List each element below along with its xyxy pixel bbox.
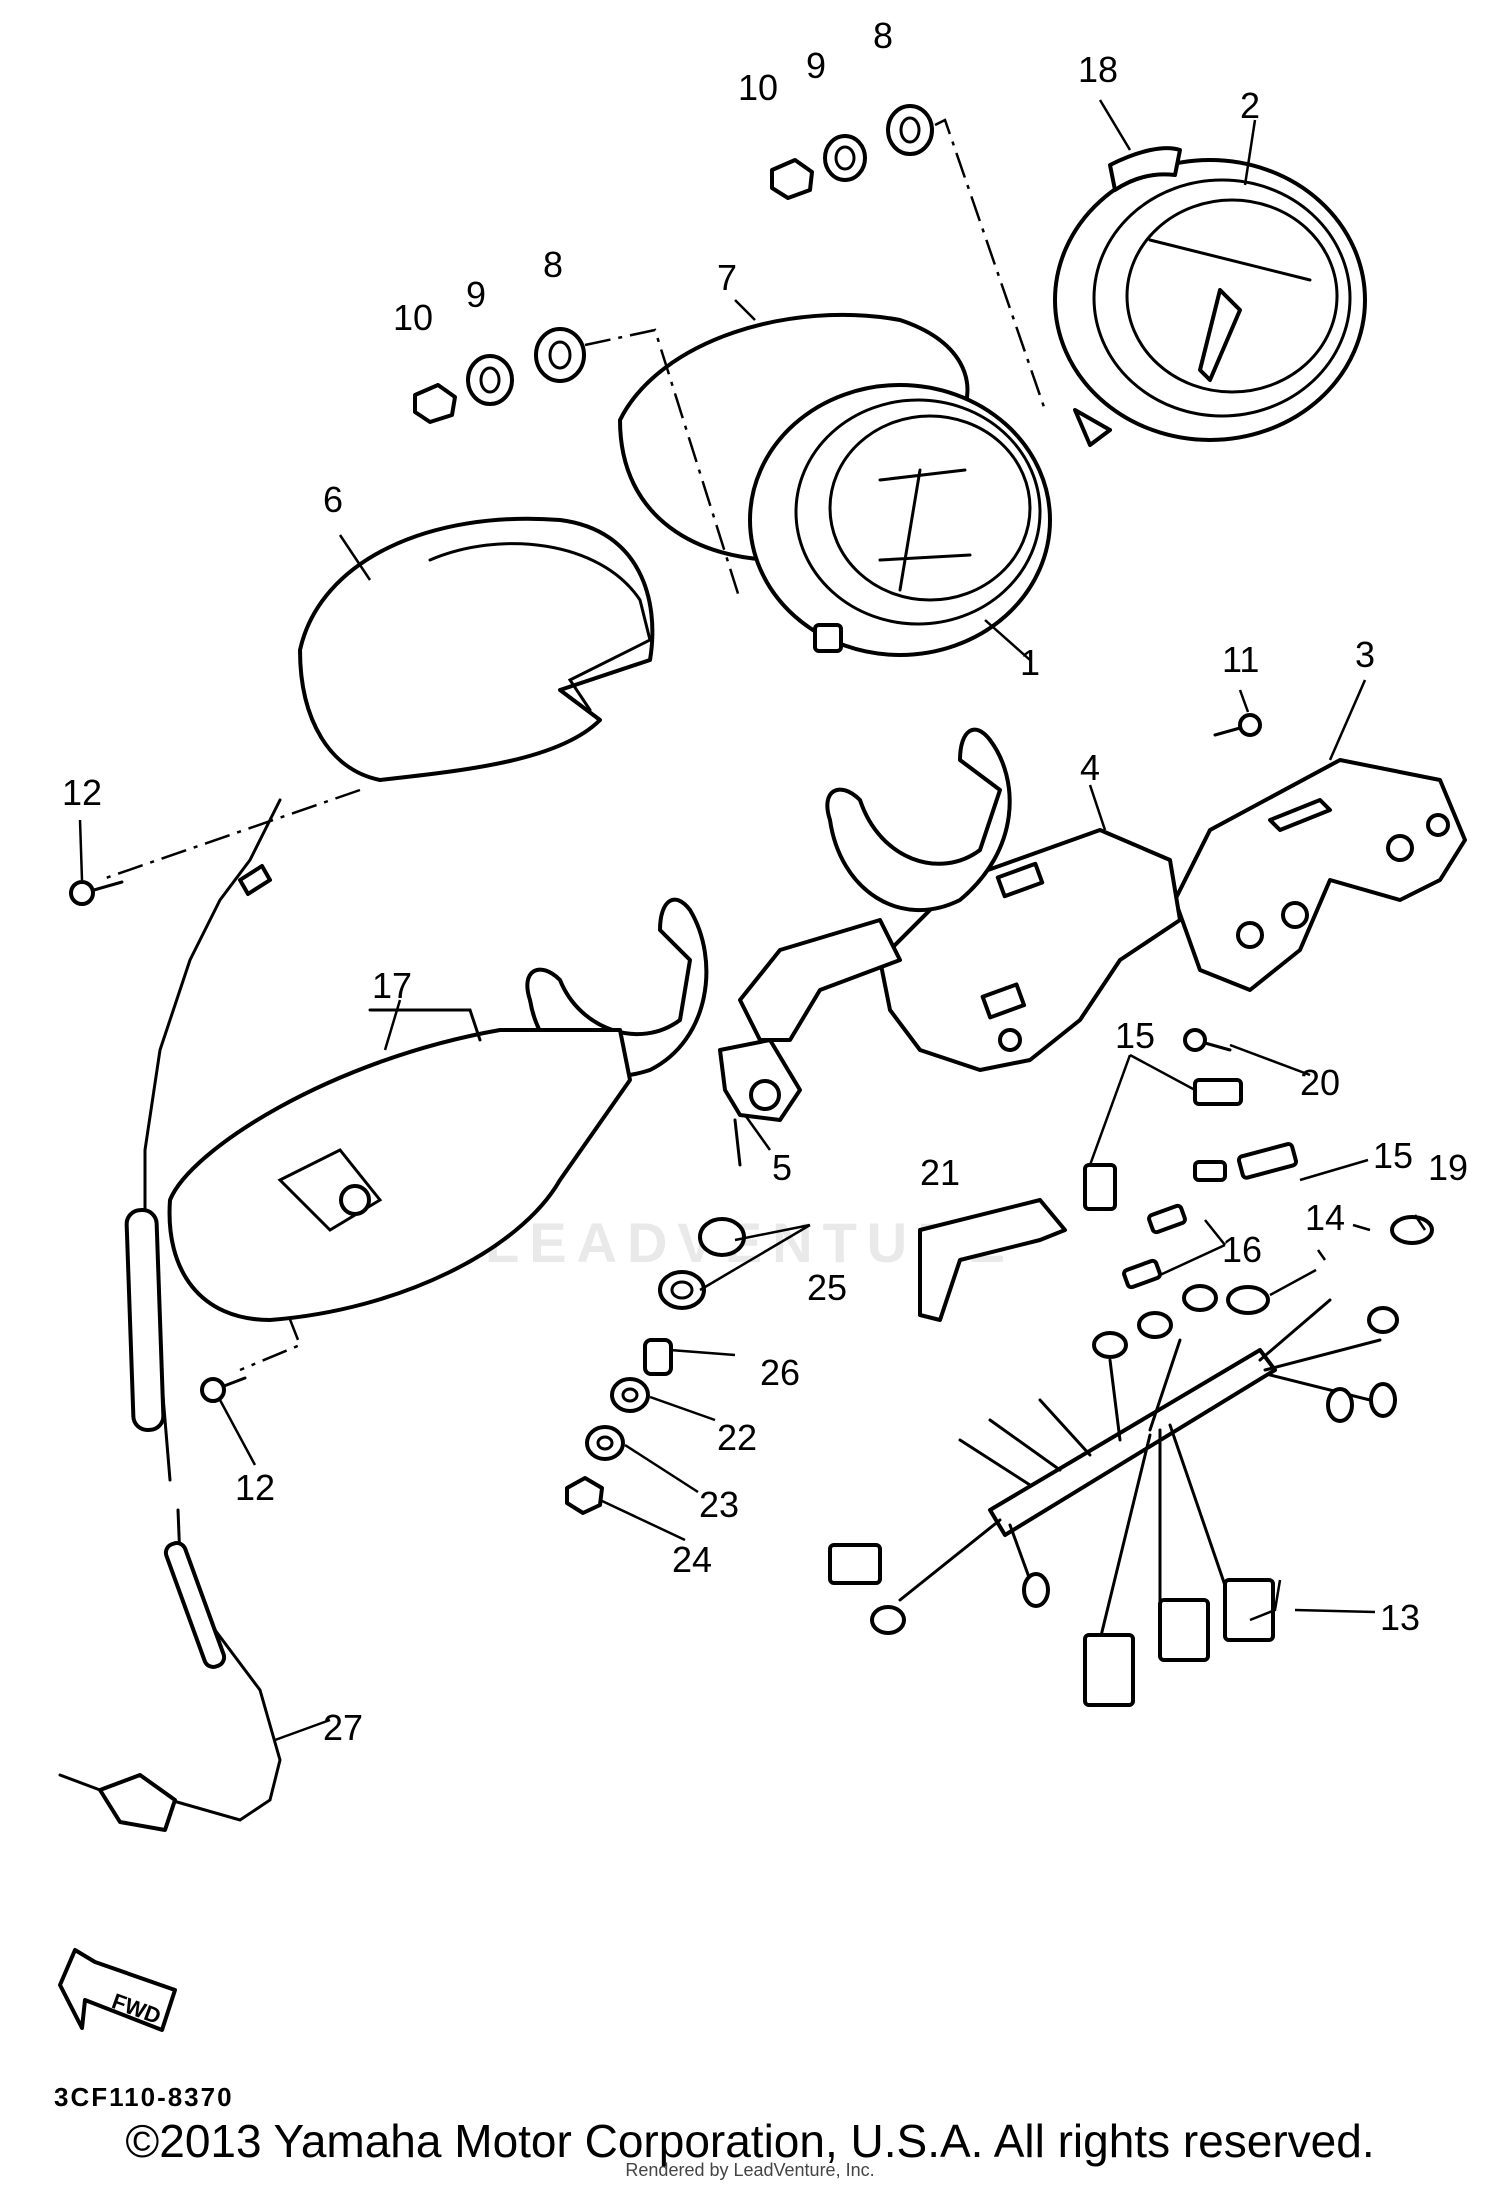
callout-24: 24 — [672, 1539, 712, 1580]
part-12-screw-lower[interactable] — [200, 1376, 247, 1403]
callout-17: 17 — [372, 965, 412, 1006]
callout-14: 14 — [1305, 1197, 1345, 1238]
bulb-sockets[interactable] — [1083, 1078, 1434, 1315]
callout-18: 18 — [1078, 49, 1118, 90]
part-1-speedometer[interactable] — [748, 383, 1052, 657]
alignment-line — [934, 118, 1047, 411]
callout-12-upper: 12 — [62, 772, 102, 813]
part-27-speedometer-cable[interactable] — [58, 798, 282, 1832]
callout-11: 11 — [1222, 639, 1259, 680]
diagram-code: 3CF110-8370 — [54, 2082, 234, 2112]
callout-27: 27 — [323, 1707, 363, 1748]
callout-1: 1 — [1020, 642, 1040, 683]
callout-21: 21 — [920, 1152, 960, 1193]
callout-8-upper: 8 — [873, 15, 893, 56]
hardware-upper-left[interactable] — [413, 327, 586, 424]
part-18-band[interactable] — [1108, 146, 1182, 192]
callout-2: 2 — [1240, 85, 1260, 126]
part-20-screw[interactable] — [1183, 1028, 1232, 1052]
callout-10-upper: 10 — [738, 67, 778, 108]
callout-13: 13 — [1380, 1597, 1420, 1638]
part-5-clamp[interactable] — [718, 1038, 802, 1167]
callout-7: 7 — [717, 257, 737, 298]
part-17-lower-housing[interactable] — [167, 1008, 632, 1322]
callout-10-lower: 10 — [393, 297, 433, 338]
callout-26: 26 — [760, 1352, 800, 1393]
callout-20: 20 — [1300, 1062, 1340, 1103]
callout-15-lower: 15 — [1373, 1135, 1413, 1176]
callout-15-upper: 15 — [1115, 1015, 1155, 1056]
callout-9-upper: 9 — [806, 45, 826, 86]
part-6-meter-cover[interactable] — [298, 516, 655, 782]
callout-4: 4 — [1080, 747, 1100, 788]
callout-3: 3 — [1355, 634, 1375, 675]
grommet-stack[interactable] — [565, 1217, 746, 1515]
part-11-screw[interactable] — [1213, 713, 1262, 737]
callout-23: 23 — [699, 1484, 739, 1525]
callout-25: 25 — [807, 1267, 847, 1308]
leader-lines — [78, 99, 1427, 1742]
forward-direction-arrow: FWD — [58, 1948, 177, 2032]
callout-8-lower: 8 — [543, 244, 563, 285]
part-13-wire-harness[interactable] — [828, 1284, 1399, 1707]
render-credit: Rendered by LeadVenture, Inc. — [625, 2160, 875, 2180]
part-3-meter-bracket[interactable] — [1173, 758, 1467, 992]
callout-6: 6 — [323, 479, 343, 520]
callout-16: 16 — [1222, 1229, 1262, 1270]
part-12-screw-upper[interactable] — [69, 880, 124, 906]
callout-22: 22 — [717, 1417, 757, 1458]
callout-12-lower: 12 — [235, 1467, 275, 1508]
callout-19: 19 — [1428, 1147, 1468, 1188]
hardware-upper-right[interactable] — [770, 104, 934, 200]
alignment-line — [584, 328, 742, 601]
part-2-tachometer[interactable] — [1053, 158, 1367, 447]
alignment-line — [99, 788, 361, 882]
callout-5: 5 — [772, 1147, 792, 1188]
part-21-plate[interactable] — [918, 1198, 1067, 1322]
copyright-notice: ©2013 Yamaha Motor Corporation, U.S.A. A… — [125, 2115, 1375, 2167]
callout-9-lower: 9 — [466, 274, 486, 315]
